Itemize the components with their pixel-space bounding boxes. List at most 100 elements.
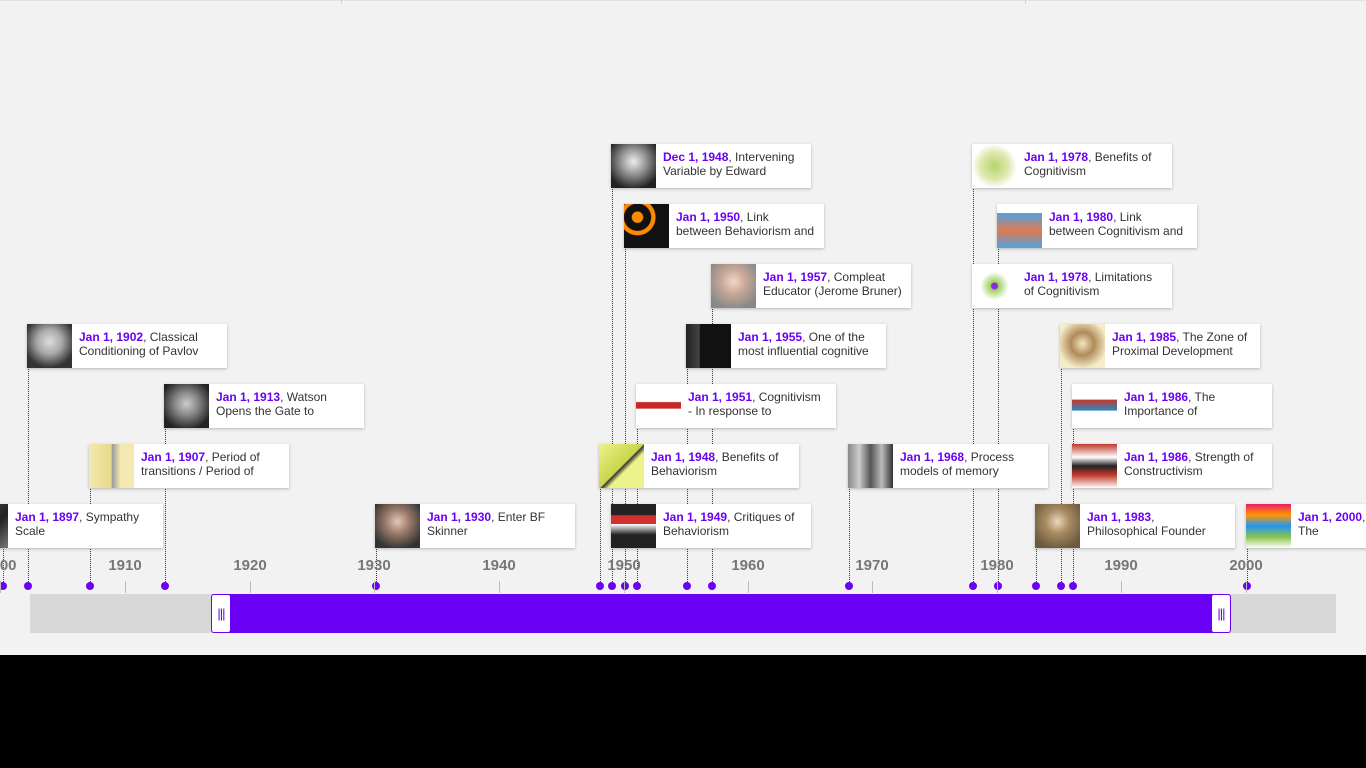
range-handle-right[interactable]: ||| (1211, 594, 1231, 633)
event-date[interactable]: Jan 1, 1985 (1112, 330, 1177, 344)
axis-label: 1990 (1104, 557, 1138, 574)
event-title: , Critiques of Behaviorism (663, 510, 795, 538)
event-date[interactable]: Jan 1, 1968 (900, 450, 965, 464)
event-card[interactable]: Jan 1, 1978, Benefits of Cognitivism (972, 144, 1172, 188)
event-card[interactable]: Jan 1, 1968, Process models of memory (848, 444, 1048, 488)
top-guide-mark (1025, 0, 1026, 4)
axis-tick (374, 581, 375, 593)
event-card[interactable]: Jan 1, 1986, Strength of Constructivism (1072, 444, 1272, 488)
event-thumbnail (1060, 324, 1105, 368)
event-card[interactable]: Jan 1, 2000, Learning The (1246, 504, 1366, 548)
axis-label: 1910 (108, 557, 142, 574)
event-marker[interactable] (608, 582, 616, 590)
event-thumbnail (1072, 384, 1117, 428)
event-card[interactable]: Jan 1, 1930, Enter BF Skinner (375, 504, 575, 548)
event-title: , Period of transitions / Period of (141, 450, 260, 478)
event-marker[interactable] (0, 582, 7, 590)
event-card[interactable]: Jan 1, 1955, One of the most influential… (686, 324, 886, 368)
event-title: , Compleat Educator (Jerome Bruner) (763, 270, 902, 298)
event-marker[interactable] (86, 582, 94, 590)
axis-tick (0, 581, 1, 593)
event-thumbnail (686, 324, 731, 368)
event-marker[interactable] (683, 582, 691, 590)
event-card[interactable]: Jan 1, 1983, Philosophical Founder (1035, 504, 1235, 548)
event-stem (973, 189, 974, 586)
event-marker[interactable] (1069, 582, 1077, 590)
event-marker[interactable] (845, 582, 853, 590)
top-border (0, 0, 1366, 1)
event-date[interactable]: Jan 1, 1983 (1087, 510, 1152, 524)
axis-tick (250, 581, 251, 593)
event-marker[interactable] (161, 582, 169, 590)
event-date[interactable]: Jan 1, 1955 (738, 330, 803, 344)
top-guide-mark (341, 0, 342, 4)
event-stem (1061, 369, 1062, 586)
event-thumbnail (711, 264, 756, 308)
event-date[interactable]: Jan 1, 1986 (1124, 450, 1189, 464)
event-thumbnail (164, 384, 209, 428)
event-card[interactable]: Jan 1, 1985, The Zone of Proximal Develo… (1060, 324, 1260, 368)
event-stem (849, 489, 850, 586)
axis-label: 2000 (1229, 557, 1263, 574)
event-marker[interactable] (372, 582, 380, 590)
event-date[interactable]: Jan 1, 1951 (688, 390, 753, 404)
event-thumbnail (624, 204, 669, 248)
event-date[interactable]: Jan 1, 1986 (1124, 390, 1189, 404)
event-card[interactable]: Jan 1, 1948, Benefits of Behaviorism (599, 444, 799, 488)
bottom-blackout (0, 655, 1366, 768)
event-date[interactable]: Jan 1, 1930 (427, 510, 492, 524)
event-date[interactable]: Jan 1, 1980 (1049, 210, 1114, 224)
event-marker[interactable] (596, 582, 604, 590)
axis-label: 1970 (855, 557, 889, 574)
event-marker[interactable] (621, 582, 629, 590)
event-marker[interactable] (1032, 582, 1040, 590)
event-card[interactable]: Jan 1, 1949, Critiques of Behaviorism (611, 504, 811, 548)
timeline-range-selection[interactable] (212, 594, 1230, 633)
event-card[interactable]: Jan 1, 1978, Limitations of Cognitivism (972, 264, 1172, 308)
axis-tick (872, 581, 873, 593)
event-card[interactable]: Jan 1, 1907, Period of transitions / Per… (89, 444, 289, 488)
event-thumbnail (1072, 444, 1117, 488)
event-marker[interactable] (633, 582, 641, 590)
event-card[interactable]: Jan 1, 1951, Cognitivism - In response t… (636, 384, 836, 428)
event-marker[interactable] (24, 582, 32, 590)
event-title: , Classical Conditioning of Pavlov (79, 330, 199, 358)
axis-label: 1980 (980, 557, 1014, 574)
event-date[interactable]: Jan 1, 1949 (663, 510, 728, 524)
event-date[interactable]: Jan 1, 1978 (1024, 270, 1089, 284)
event-date[interactable]: Jan 1, 1902 (79, 330, 144, 344)
event-title: , Enter BF Skinner (427, 510, 546, 538)
event-date[interactable]: Jan 1, 1978 (1024, 150, 1089, 164)
event-marker[interactable] (969, 582, 977, 590)
axis-tick (499, 581, 500, 593)
event-date[interactable]: Jan 1, 2000 (1298, 510, 1363, 524)
axis-label: 1950 (607, 557, 641, 574)
event-date[interactable]: Dec 1, 1948 (663, 150, 729, 164)
event-card[interactable]: Jan 1, 1980, Link between Cognitivism an… (997, 204, 1197, 248)
event-card[interactable]: Jan 1, 1950, Link between Behaviorism an… (624, 204, 824, 248)
event-title: , Strength of Constructivism (1124, 450, 1254, 478)
event-title: , Intervening Variable by Edward (663, 150, 795, 178)
event-thumbnail (972, 264, 1017, 308)
event-card[interactable]: Jan 1, 1913, Watson Opens the Gate to (164, 384, 364, 428)
event-date[interactable]: Jan 1, 1897 (15, 510, 80, 524)
event-stem (998, 249, 999, 586)
event-date[interactable]: Jan 1, 1907 (141, 450, 206, 464)
axis-label: 1920 (233, 557, 267, 574)
event-marker[interactable] (1243, 582, 1251, 590)
event-card[interactable]: Jan 1, 1902, Classical Conditioning of P… (27, 324, 227, 368)
event-marker[interactable] (1057, 582, 1065, 590)
event-stem (165, 429, 166, 586)
event-date[interactable]: Jan 1, 1957 (763, 270, 828, 284)
event-date[interactable]: Jan 1, 1950 (676, 210, 741, 224)
event-date[interactable]: Jan 1, 1948 (651, 450, 716, 464)
event-card[interactable]: Jan 1, 1897, Sympathy Scale (0, 504, 163, 548)
event-marker[interactable] (994, 582, 1002, 590)
range-handle-left[interactable]: ||| (211, 594, 231, 633)
event-card[interactable]: Jan 1, 1986, The Importance of (1072, 384, 1272, 428)
event-card[interactable]: Jan 1, 1957, Compleat Educator (Jerome B… (711, 264, 911, 308)
event-card[interactable]: Dec 1, 1948, Intervening Variable by Edw… (611, 144, 811, 188)
event-marker[interactable] (708, 582, 716, 590)
axis-tick (997, 581, 998, 593)
event-date[interactable]: Jan 1, 1913 (216, 390, 281, 404)
